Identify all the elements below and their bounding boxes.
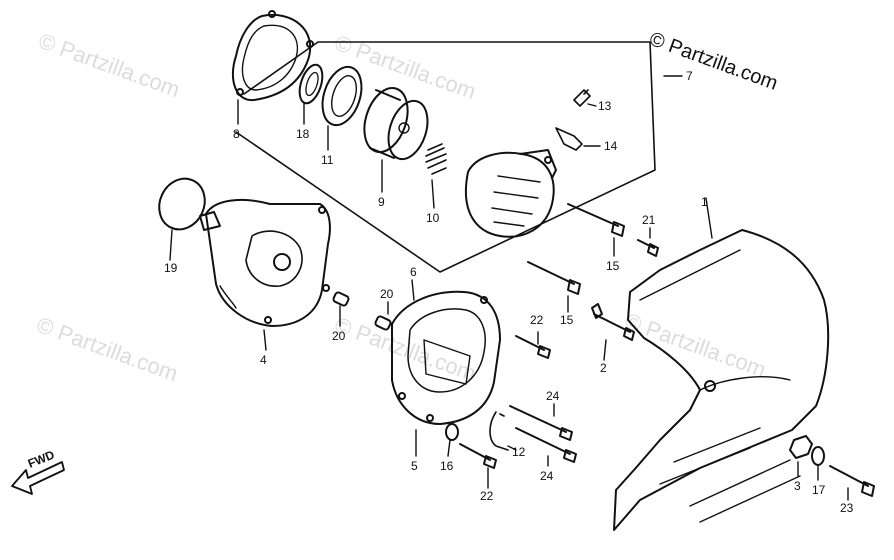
bolt-15-part <box>527 261 581 295</box>
dowel-20-part <box>332 291 350 307</box>
nut-3-part <box>789 435 813 459</box>
washer-16-part <box>445 423 459 441</box>
pump-housing-part <box>464 149 557 238</box>
callout-label: 21 <box>642 213 656 227</box>
oil-seal-part <box>321 65 363 127</box>
callout-label: 23 <box>840 501 854 515</box>
bolt-22-part <box>459 443 497 469</box>
callout-label: 10 <box>426 211 440 225</box>
callout-label: 12 <box>512 445 526 459</box>
callout-label: 22 <box>480 489 494 503</box>
water-pump-body-part <box>199 198 331 327</box>
callout-label: 15 <box>560 313 574 327</box>
callout-label: 17 <box>812 483 826 497</box>
housing-cover-part <box>391 290 501 425</box>
callout-label: 9 <box>378 195 385 209</box>
dowel-20-part <box>374 315 392 331</box>
callout-label: 4 <box>260 353 267 367</box>
bolt-13-part <box>573 89 591 107</box>
small-seal-part <box>298 63 324 105</box>
clip-14-part <box>555 127 583 151</box>
callout-label: 8 <box>233 127 240 141</box>
callout-label: 19 <box>164 261 178 275</box>
callout-label: 6 <box>410 265 417 279</box>
callout-label: 20 <box>332 329 346 343</box>
seal-assembly-part <box>363 87 429 161</box>
bolt-15-part <box>567 203 625 237</box>
bolt-23-part <box>829 465 875 497</box>
callout-label: 24 <box>540 469 554 483</box>
bolt-21-part <box>637 239 659 257</box>
bolt-24-part <box>515 427 577 463</box>
callout-label: 2 <box>600 361 607 375</box>
leader-lines <box>169 75 849 501</box>
callout-label: 14 <box>604 139 618 153</box>
callout-label: 13 <box>598 99 612 113</box>
o-ring-19-part <box>158 177 206 231</box>
callout-label: 20 <box>380 287 394 301</box>
callout-label: 22 <box>530 313 544 327</box>
washer-17-part <box>811 446 825 466</box>
callout-label: 7 <box>686 69 693 83</box>
callout-label: 3 <box>794 479 801 493</box>
gasket-part <box>231 10 314 102</box>
callout-label: 24 <box>546 389 560 403</box>
callout-label: 16 <box>440 459 454 473</box>
spring-part <box>425 143 447 175</box>
bolt-2-part <box>591 303 635 341</box>
bolt-22-part <box>515 335 551 359</box>
callout-label: 15 <box>606 259 620 273</box>
callout-label: 18 <box>296 127 310 141</box>
callout-label: 5 <box>411 459 418 473</box>
callout-label: 11 <box>321 153 334 167</box>
callout-label: 1 <box>701 195 708 209</box>
sprocket-cover-part <box>613 229 830 531</box>
group-bracket <box>235 41 656 273</box>
bolt-24-part <box>509 405 573 441</box>
fwd-arrow-icon <box>11 461 65 495</box>
clip-12-part <box>489 411 509 451</box>
